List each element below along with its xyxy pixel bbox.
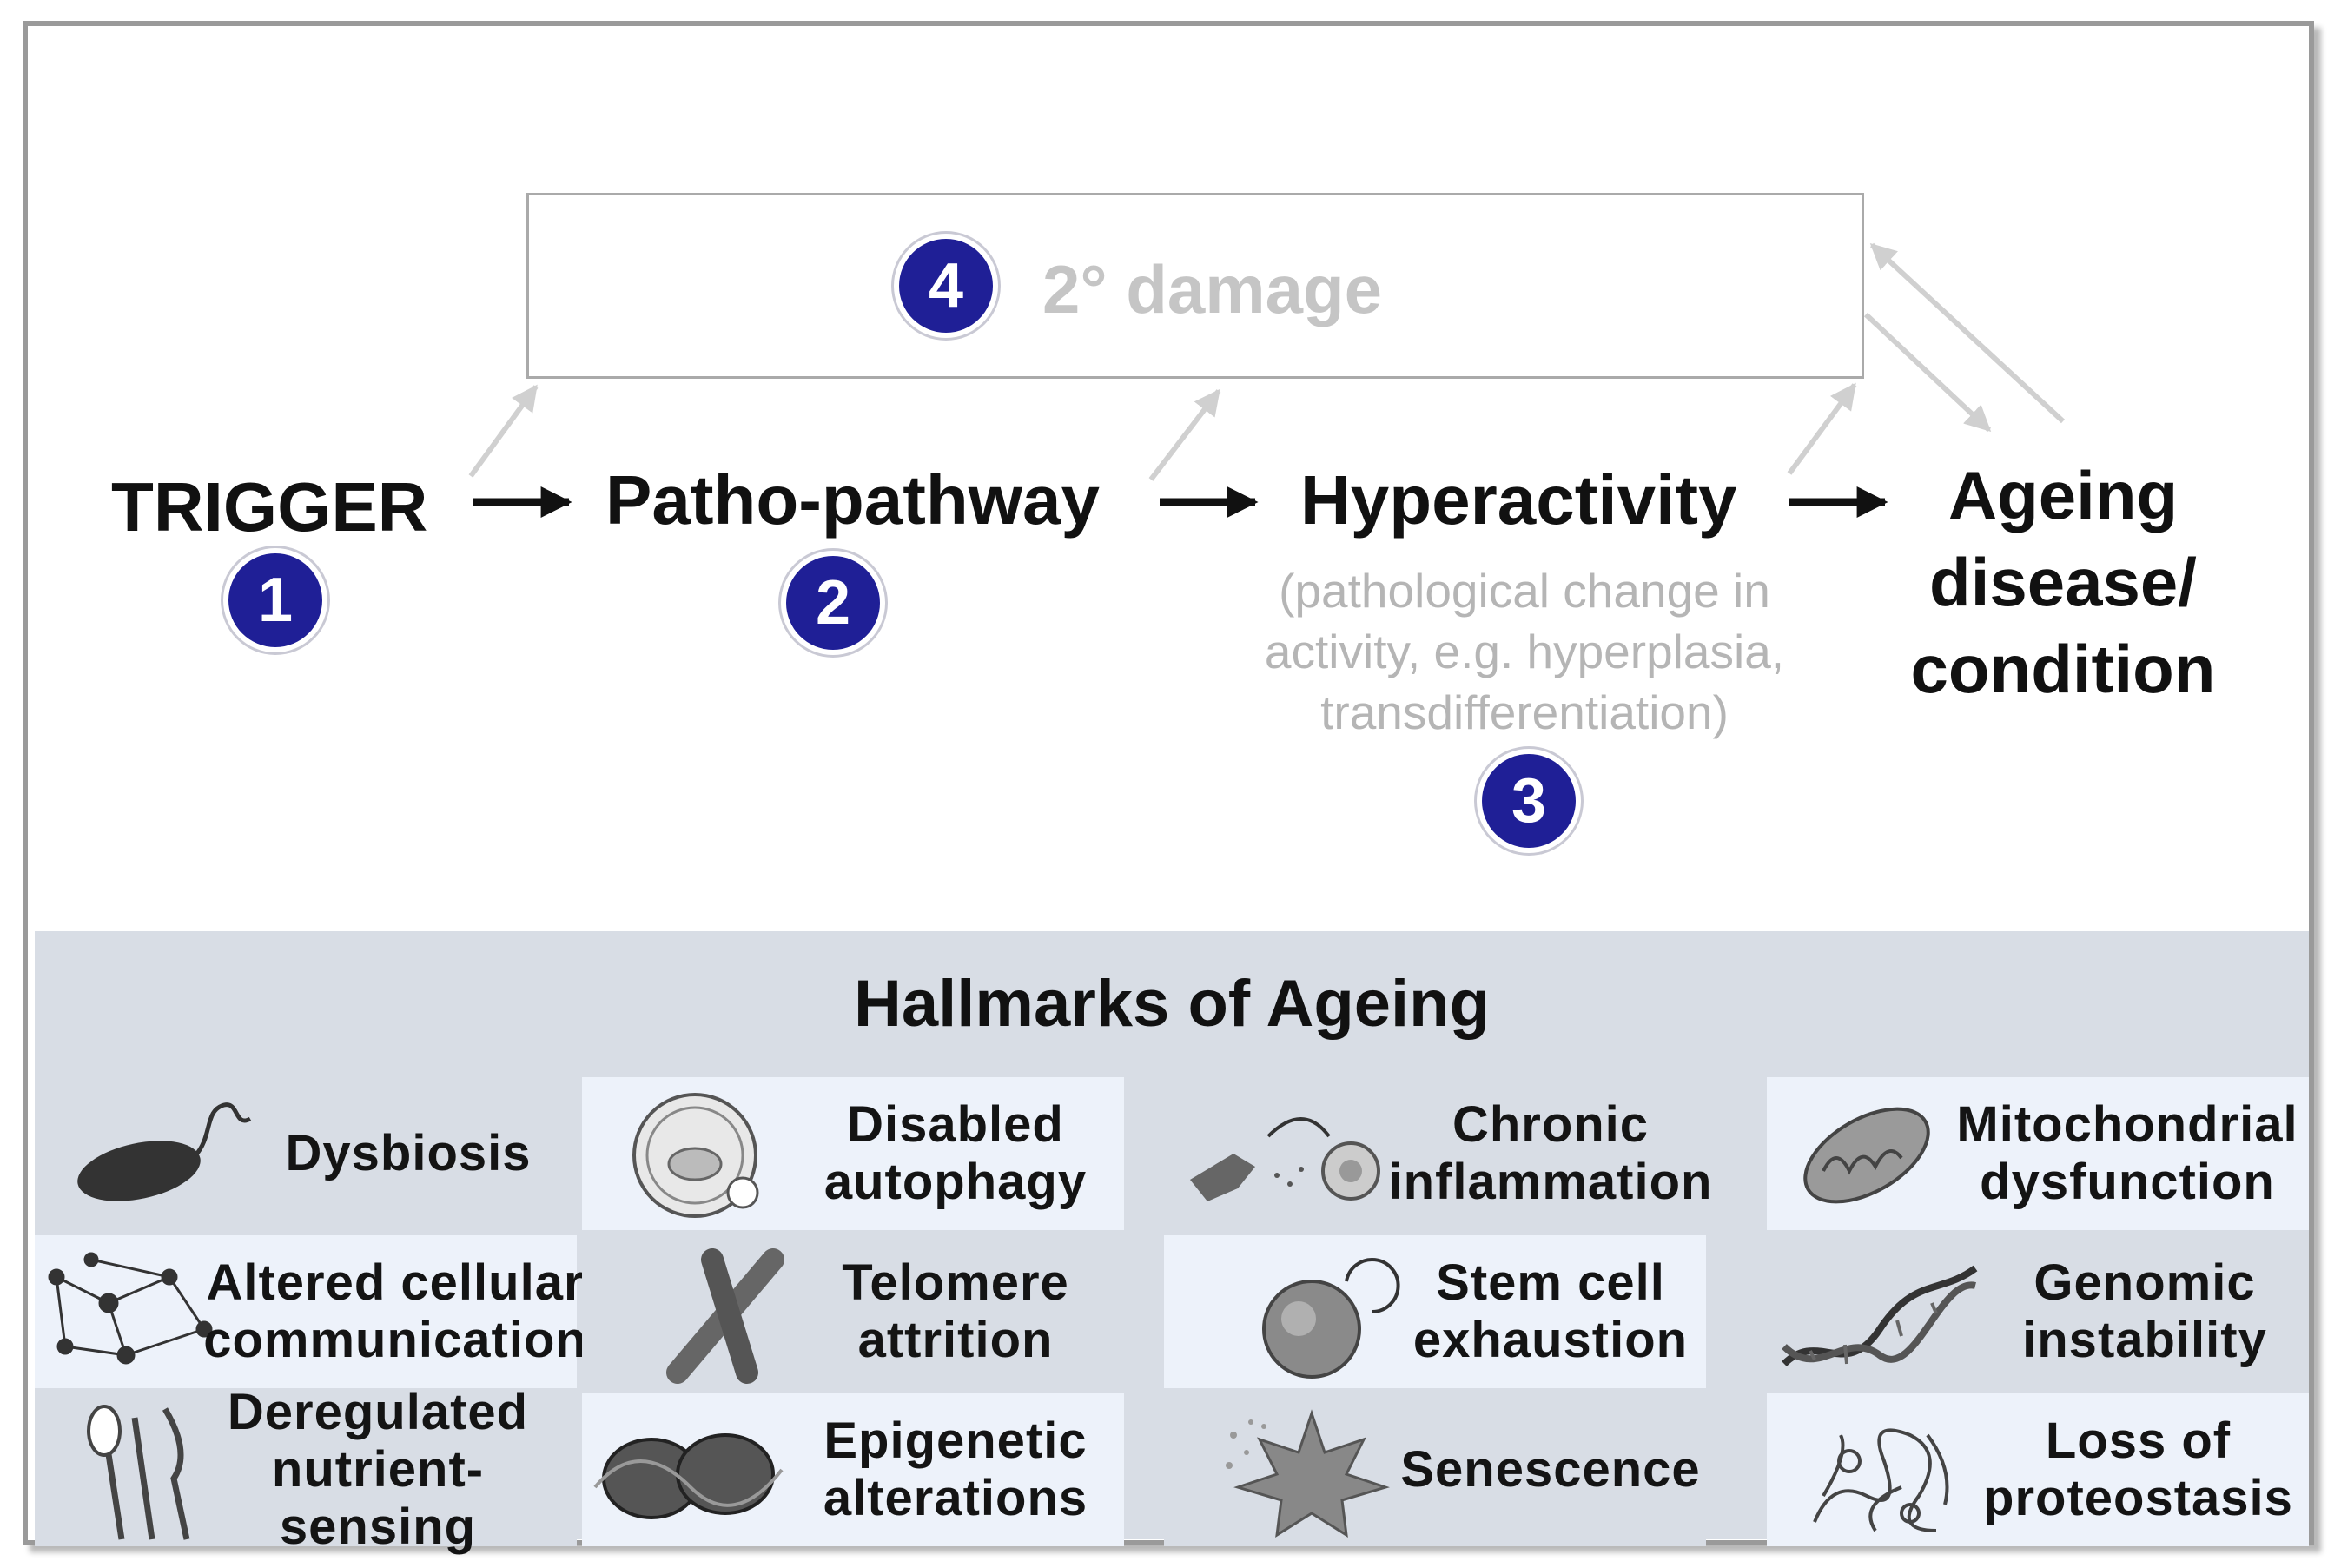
protein-icon	[1813, 1428, 1949, 1532]
nucleosome-icon	[593, 1433, 784, 1519]
badge-2: 2	[786, 556, 880, 650]
cutlery-icon	[87, 1405, 190, 1540]
hallmark-label: Epigenetic alterations	[823, 1413, 1088, 1526]
hallmark-epigenetic-alterations: Epigenetic alterations	[582, 1393, 1124, 1546]
hallmark-label: Deregulated nutrient-sensing	[227, 1384, 529, 1555]
hallmark-disabled-autophagy: Disabled autophagy	[582, 1077, 1124, 1230]
hallmark-label: Dysbiosis	[285, 1125, 532, 1181]
hallmark-chronic-inflammation: Chronic inflammation	[1164, 1077, 1713, 1230]
hallmark-telomere-attrition: Telomere attrition	[582, 1235, 1124, 1388]
hyperactivity-note: (pathological change in activity, e.g. h…	[1264, 564, 1785, 739]
hallmark-label: Stem cell exhaustion	[1412, 1254, 1689, 1368]
badge-3: 3	[1482, 754, 1576, 848]
network-icon	[48, 1252, 213, 1365]
leaf-icon	[1226, 1409, 1390, 1538]
arrow-ageing-to-damage	[1869, 242, 2066, 424]
hallmark-mitochondrial-dysfunction: Mitochondrial dysfunction	[1767, 1077, 2309, 1230]
stage-patho-pathway: Patho-pathway	[605, 461, 1100, 539]
hallmarks-panel: Hallmarks of Ageing Dysbiosis Disabled a…	[35, 931, 2309, 1555]
dna-icon	[1782, 1265, 1978, 1366]
hallmark-senescence: Senescence	[1164, 1393, 1706, 1546]
autophagosome-icon	[632, 1093, 759, 1218]
hallmark-loss-of-proteostasis: Loss of proteostasis	[1767, 1393, 2309, 1546]
secondary-damage-label: 2° damage	[1042, 251, 1383, 327]
hallmark-label: Chronic inflammation	[1388, 1096, 1713, 1210]
hallmark-label: Altered cellular communication	[203, 1254, 587, 1368]
arrow-trigger-to-damage	[468, 384, 539, 478]
stage-hyperactivity: Hyperactivity	[1300, 461, 1737, 539]
hallmark-label: Disabled autophagy	[823, 1096, 1088, 1210]
hallmark-dysbiosis: Dysbiosis	[35, 1077, 577, 1230]
stage-ageing-outcome: Ageing disease/ condition	[1910, 457, 2216, 707]
hallmark-label: Telomere attrition	[842, 1254, 1069, 1368]
arrow-damage-to-ageing	[1863, 312, 1992, 433]
bacterium-icon	[77, 1102, 252, 1201]
hallmark-label: Loss of proteostasis	[1983, 1413, 2293, 1526]
badge-1: 1	[228, 553, 322, 647]
stem-cell-icon	[1262, 1258, 1400, 1379]
hallmark-label: Senescence	[1400, 1441, 1701, 1498]
immune-cell-icon	[1190, 1117, 1380, 1201]
badge-4: 4	[899, 239, 993, 333]
hallmark-label: Mitochondrial dysfunction	[1956, 1096, 2298, 1210]
hallmark-deregulated-nutrient-sensing: Deregulated nutrient-sensing	[35, 1384, 577, 1555]
mitochondrion-icon	[1803, 1107, 1930, 1204]
hallmarks-title: Hallmarks of Ageing	[853, 967, 1491, 1041]
hallmark-label: Genomic instability	[2022, 1254, 2267, 1368]
stage-trigger: TRIGGER	[111, 468, 428, 546]
arrow-hyperactivity-to-damage	[1787, 382, 1857, 475]
hallmark-altered-cellular-communication: Altered cellular communication	[35, 1235, 587, 1388]
secondary-damage-box	[526, 193, 1864, 379]
chromosome-icon	[666, 1248, 784, 1384]
hallmark-stem-cell-exhaustion: Stem cell exhaustion	[1164, 1235, 1706, 1388]
hallmark-genomic-instability: Genomic instability	[1767, 1235, 2309, 1388]
arrow-pathway-to-damage	[1148, 388, 1221, 481]
